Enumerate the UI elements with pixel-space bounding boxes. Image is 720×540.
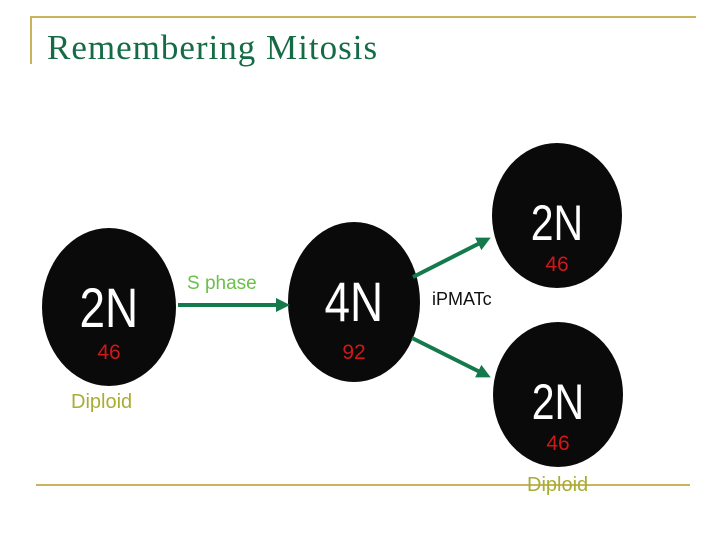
ploidy-label: 2N bbox=[79, 275, 139, 339]
tetraploid-cell-ellipse: 4N 92 bbox=[288, 222, 420, 382]
top-border-line bbox=[30, 16, 696, 18]
chromosome-count: 46 bbox=[546, 432, 570, 455]
daughter-cell-bottom-ellipse: 2N 46 bbox=[493, 322, 623, 467]
ipmatc-label: iPMATc bbox=[432, 289, 492, 309]
cell-text-group: 2N 46 bbox=[73, 275, 145, 364]
bottom-border-line bbox=[36, 484, 690, 486]
division-arrow-bottom bbox=[411, 336, 491, 378]
ploidy-label: 2N bbox=[530, 195, 584, 251]
ploidy-label: 2N bbox=[531, 374, 585, 430]
title-left-accent-line bbox=[30, 16, 32, 64]
parent-cell-caption: Diploid bbox=[71, 391, 133, 413]
chromosome-count: 46 bbox=[97, 340, 121, 364]
parent-cell-ellipse: 2N 46 bbox=[42, 228, 176, 386]
cell-text-group: 2N 46 bbox=[525, 198, 589, 275]
chromosome-count: 92 bbox=[342, 340, 366, 364]
ploidy-label: 4N bbox=[324, 269, 384, 333]
cell-text-group: 2N 46 bbox=[526, 377, 590, 454]
division-arrow-top bbox=[412, 237, 491, 279]
cell-text-group: 4N 92 bbox=[318, 269, 390, 364]
s-phase-label: S phase bbox=[187, 273, 257, 294]
chromosome-count: 46 bbox=[545, 253, 569, 276]
daughter-cell-bottom-caption: Diploid bbox=[527, 474, 589, 496]
slide-title: Remembering Mitosis bbox=[47, 28, 379, 67]
daughter-cell-top-ellipse: 2N 46 bbox=[492, 143, 622, 288]
